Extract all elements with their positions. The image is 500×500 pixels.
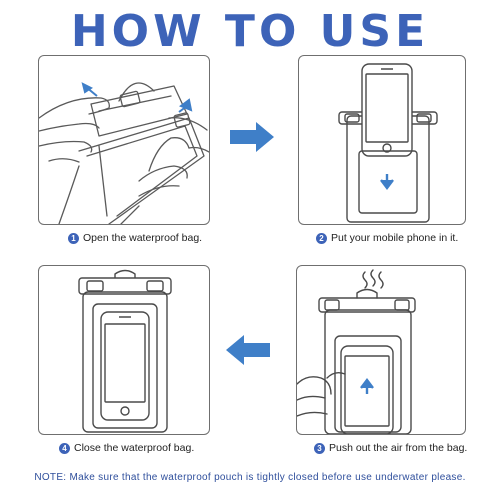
up-arrow-icon xyxy=(360,378,374,394)
page-title: HOW TO USE xyxy=(70,6,430,57)
step-3-number-badge: 3 xyxy=(314,442,325,454)
phone-into-bag-drawing xyxy=(338,63,438,223)
pull-arrow-icon xyxy=(81,82,98,97)
step-1-text: Open the waterproof bag. xyxy=(83,232,203,244)
step-3-caption: 3 Push out the air from the bag. xyxy=(314,442,467,454)
step-2-caption: 2 Put your mobile phone in it. xyxy=(316,232,458,244)
step-3-text: Push out the air from the bag. xyxy=(329,442,468,454)
usage-note: NOTE: Make sure that the waterproof pouc… xyxy=(34,472,466,483)
step-1-number-badge: 1 xyxy=(68,232,79,244)
push-air-drawing xyxy=(297,269,416,434)
down-arrow-icon xyxy=(380,174,394,190)
step-4-text: Close the waterproof bag. xyxy=(74,442,195,454)
step-4-number-badge: 4 xyxy=(59,442,70,454)
step-1-illustration xyxy=(38,55,210,225)
hands-opening-bag-drawing xyxy=(39,82,209,224)
step-2-number-badge: 2 xyxy=(316,232,327,244)
arrow-right-icon xyxy=(230,122,274,152)
step-3-illustration xyxy=(296,265,466,435)
step-2-text: Put your mobile phone in it. xyxy=(331,232,459,244)
step-2-illustration xyxy=(298,55,466,225)
closed-bag-drawing xyxy=(78,269,172,433)
arrow-left-icon xyxy=(226,335,270,365)
step-4-caption: 4 Close the waterproof bag. xyxy=(59,442,194,454)
step-1-caption: 1 Open the waterproof bag. xyxy=(68,232,202,244)
step-4-illustration xyxy=(38,265,210,435)
pull-arrow-icon xyxy=(178,98,193,113)
